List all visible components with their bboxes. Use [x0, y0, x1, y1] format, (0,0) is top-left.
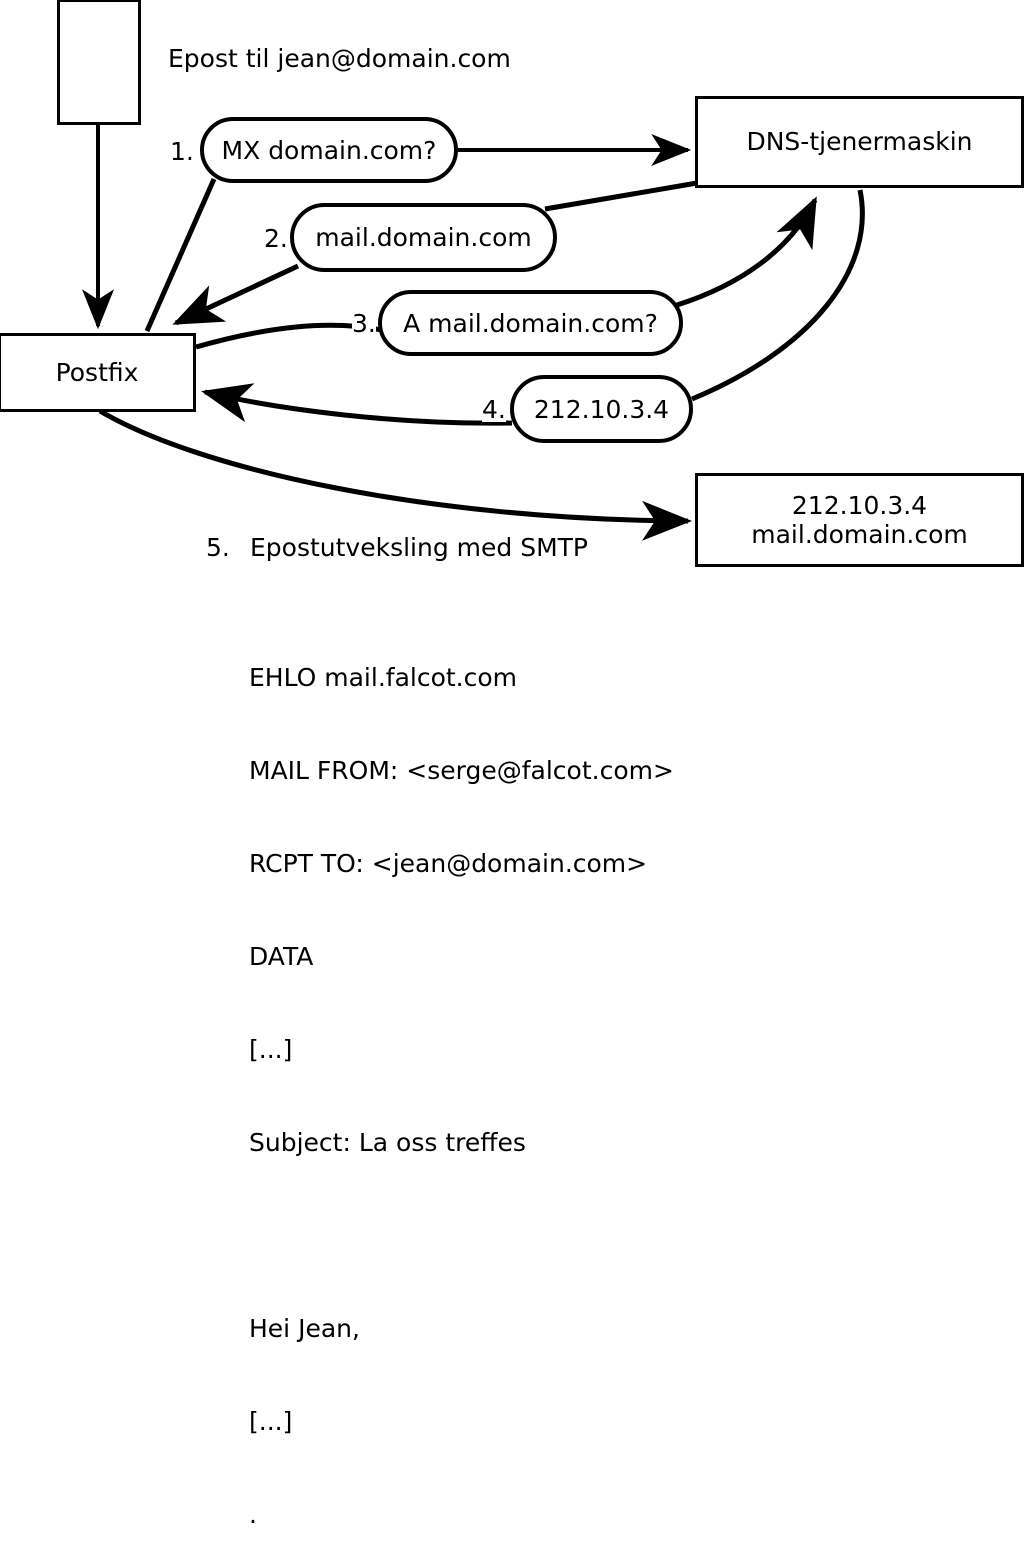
step-bubble-4[interactable]: 212.10.3.4 [510, 375, 693, 443]
arrow-step2-to-postfix [172, 263, 300, 326]
step-bubble-3[interactable]: A mail.domain.com? [378, 290, 683, 356]
node-client[interactable] [57, 0, 141, 125]
smtp-line-subject: Subject: La oss treffes [249, 1128, 526, 1157]
arrow-step4-to-postfix [201, 383, 513, 426]
node-mail-server-host: mail.domain.com [751, 520, 968, 549]
smtp-line-rcpt-to: RCPT TO: <jean@domain.com> [249, 849, 648, 878]
node-mail-server[interactable]: 212.10.3.4 mail.domain.com [695, 473, 1024, 567]
step-number-1: 1. [170, 137, 194, 166]
node-dns-server-label: DNS-tjenermaskin [746, 127, 973, 157]
smtp-line-mail-from: MAIL FROM: <serge@falcot.com> [249, 756, 674, 785]
smtp-line-data: DATA [249, 942, 314, 971]
step-number-5: 5. [206, 533, 230, 562]
smtp-transcript: EHLO mail.falcot.com MAIL FROM: <serge@f… [249, 600, 674, 1561]
step-bubble-2-label: mail.domain.com [315, 223, 532, 252]
step-number-4: 4. [482, 395, 506, 424]
smtp-line-ellipsis-1: [...] [249, 1035, 293, 1064]
smtp-line-ehlo: EHLO mail.falcot.com [249, 663, 518, 692]
step-number-3: 3. [352, 309, 376, 338]
smtp-line-ellipsis-2: [...] [249, 1407, 293, 1436]
line-dns-to-step2 [544, 180, 698, 212]
step-5-label: Epostutveksling med SMTP [250, 533, 589, 562]
step-bubble-3-label: A mail.domain.com? [403, 308, 658, 338]
line-dns-to-step4 [691, 189, 865, 402]
arrow-step3-to-dns [676, 196, 818, 308]
smtp-line-terminator: . [249, 1500, 257, 1529]
step-number-2: 2. [264, 224, 288, 253]
diagram-connectors [82, 125, 865, 541]
smtp-line-greeting: Hei Jean, [249, 1314, 360, 1343]
node-dns-server[interactable]: DNS-tjenermaskin [695, 96, 1024, 188]
step-bubble-2[interactable]: mail.domain.com [290, 203, 557, 272]
arrow-postfix-to-mailserver [98, 408, 692, 541]
line-postfix-to-step1 [144, 177, 217, 333]
step-bubble-1-label: MX domain.com? [221, 135, 437, 165]
smtp-blank-line [249, 1220, 674, 1251]
email-recipient-note: Epost til jean@domain.com [168, 44, 511, 73]
step-bubble-1[interactable]: MX domain.com? [200, 117, 458, 183]
step-bubble-4-label: 212.10.3.4 [533, 394, 670, 424]
node-mail-server-ip: 212.10.3.4 [791, 490, 928, 520]
node-postfix[interactable]: Postfix [0, 333, 196, 412]
node-postfix-label: Postfix [55, 357, 139, 387]
